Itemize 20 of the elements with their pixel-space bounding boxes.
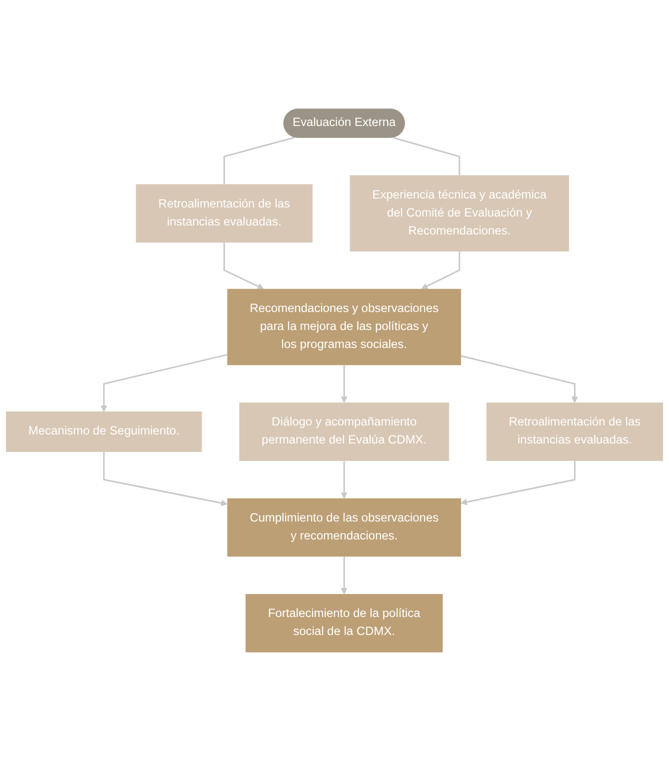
connector bbox=[223, 136, 294, 184]
node-box: Mecanismo de Seguimiento. bbox=[6, 412, 202, 452]
node-box: Fortalecimiento de la política social de la CDMX. bbox=[246, 594, 443, 652]
arrow bbox=[421, 252, 460, 290]
node-box: Retroalimentación de las instancias evaluadas. bbox=[486, 402, 664, 461]
node-box: Experiencia técnica y académica del Comité de Evaluación y Recomendaciones. bbox=[350, 175, 569, 252]
arrow bbox=[340, 556, 348, 594]
arrow bbox=[460, 355, 578, 403]
arrow bbox=[460, 460, 576, 506]
arrow bbox=[340, 460, 348, 499]
node-box: Evaluación Externa bbox=[283, 108, 405, 138]
connector bbox=[394, 137, 460, 176]
arrow bbox=[340, 365, 348, 403]
node-box: Cumplimiento de las observaciones y recomendaciones. bbox=[227, 498, 462, 557]
node-box: Retroalimentación de las instancias evaluadas. bbox=[136, 184, 312, 243]
arrow bbox=[103, 452, 228, 506]
node-box: Recomendaciones y observaciones para la mejora de las políticas y los programas sociales. bbox=[227, 288, 462, 366]
node-box: Diálogo y acompañamiento permanente del Evalúa CDMX. bbox=[239, 402, 450, 461]
arrow bbox=[100, 354, 228, 412]
arrow bbox=[223, 242, 264, 290]
